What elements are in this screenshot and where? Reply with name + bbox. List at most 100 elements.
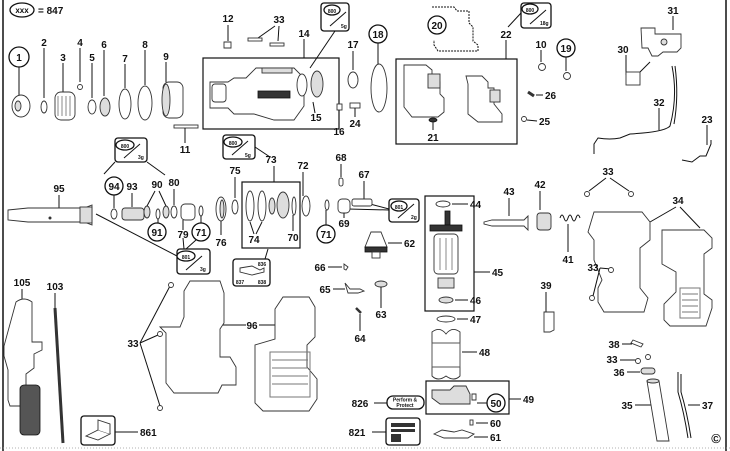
part-63[interactable]: 63 bbox=[374, 280, 388, 321]
part-48[interactable]: 48 bbox=[431, 329, 491, 380]
part-49[interactable]: 49 bbox=[425, 380, 535, 415]
part-36[interactable]: 36 bbox=[613, 367, 656, 379]
part-62[interactable]: 62 bbox=[364, 231, 416, 259]
label-12: 12 bbox=[222, 14, 234, 25]
part-8[interactable]: 8 bbox=[137, 40, 153, 121]
part-95[interactable]: 95 bbox=[7, 184, 93, 226]
part-73[interactable]: 73 bbox=[241, 155, 301, 249]
label-67: 67 bbox=[358, 170, 370, 181]
part-43[interactable]: 43 bbox=[483, 187, 529, 232]
part-26[interactable]: 26 bbox=[527, 90, 557, 102]
part-37[interactable]: 37 bbox=[677, 372, 714, 439]
part-64[interactable]: 64 bbox=[354, 307, 366, 345]
clutch bbox=[536, 212, 552, 231]
part-33-right-mid[interactable]: 33 bbox=[587, 263, 614, 301]
part-17[interactable]: 17 bbox=[347, 40, 359, 89]
part-44[interactable]: 44 bbox=[435, 200, 482, 211]
part-6[interactable]: 6 bbox=[99, 40, 111, 117]
part-103[interactable]: 103 bbox=[47, 282, 65, 444]
part-836-838[interactable]: 836 837 838 bbox=[232, 248, 271, 287]
part-35[interactable]: 35 bbox=[621, 378, 670, 442]
part-14[interactable]: 14 bbox=[202, 29, 340, 130]
part-90[interactable]: 90 bbox=[143, 180, 170, 219]
part-9[interactable]: 9 bbox=[161, 52, 184, 119]
part-68[interactable]: 68 bbox=[335, 153, 347, 187]
part-39[interactable]: 39 bbox=[540, 281, 555, 333]
part-5[interactable]: 5 bbox=[87, 53, 97, 115]
label-14: 14 bbox=[298, 29, 310, 40]
part-23[interactable]: 23 bbox=[681, 115, 713, 163]
label-96: 96 bbox=[246, 321, 258, 332]
label-65: 65 bbox=[319, 285, 331, 296]
part-12[interactable]: 12 bbox=[222, 14, 234, 49]
part-70[interactable]: 70 bbox=[287, 196, 299, 244]
part-79[interactable]: 79 bbox=[177, 203, 196, 241]
part-11[interactable]: 11 bbox=[173, 124, 199, 156]
part-69[interactable]: 69 bbox=[337, 198, 351, 230]
grease-amount: 5g bbox=[245, 153, 251, 159]
power-cable bbox=[677, 372, 689, 439]
part-42[interactable]: 42 bbox=[534, 180, 552, 231]
part-7[interactable]: 7 bbox=[118, 54, 132, 120]
part-105[interactable]: 105 bbox=[3, 278, 43, 436]
part-75[interactable]: 75 bbox=[229, 166, 241, 215]
part-96[interactable]: 96 bbox=[158, 280, 318, 412]
part-33-bottom-left[interactable]: 33 bbox=[127, 282, 174, 411]
part-19[interactable]: 19 bbox=[556, 38, 576, 80]
callout-circle-71 bbox=[316, 224, 336, 244]
part-46[interactable]: 46 bbox=[438, 296, 482, 307]
part-38[interactable]: 38 bbox=[608, 339, 644, 351]
part-16[interactable]: 16 bbox=[333, 103, 345, 138]
part-93[interactable]: 93 bbox=[121, 182, 145, 221]
part-33-top[interactable]: 33 bbox=[247, 15, 285, 47]
part-31[interactable]: 31 bbox=[640, 6, 682, 57]
part-47[interactable]: 47 bbox=[436, 315, 482, 326]
part-60[interactable]: 60 bbox=[469, 419, 502, 430]
grease-amount: 3g bbox=[138, 155, 144, 161]
part-861[interactable]: 861 bbox=[80, 415, 157, 446]
grease-amount: 18g bbox=[540, 21, 549, 27]
part-826[interactable]: 826 Perform & Protect bbox=[352, 395, 425, 410]
part-94[interactable]: 94 bbox=[104, 176, 124, 220]
part-24[interactable]: 24 bbox=[349, 102, 361, 130]
label-45: 45 bbox=[492, 268, 504, 279]
label-80: 80 bbox=[168, 178, 180, 189]
part-33-right-top[interactable]: 33 bbox=[584, 167, 634, 197]
pinion bbox=[364, 231, 388, 248]
part-74[interactable]: 74 bbox=[248, 221, 263, 246]
part-1[interactable]: 1 bbox=[8, 46, 31, 118]
part-65[interactable]: 65 bbox=[319, 282, 366, 296]
part-72[interactable]: 72 bbox=[297, 161, 311, 217]
part-20[interactable]: 20 bbox=[427, 6, 479, 52]
part-80[interactable]: 80 bbox=[168, 178, 180, 219]
part-32[interactable]: 32 bbox=[593, 65, 678, 154]
part-45[interactable]: 45 bbox=[424, 195, 504, 312]
part-4[interactable]: 4 bbox=[77, 38, 83, 90]
label-94: 94 bbox=[108, 182, 120, 193]
label-61: 61 bbox=[490, 433, 502, 444]
part-3[interactable]: 3 bbox=[54, 53, 76, 121]
part-91[interactable]: 91 bbox=[147, 208, 167, 242]
part-50[interactable]: 50 bbox=[471, 393, 506, 413]
part-25[interactable]: 25 bbox=[521, 116, 551, 129]
part-67[interactable]: 67 bbox=[351, 170, 373, 207]
callout-circle-50 bbox=[486, 393, 506, 413]
part-71-left[interactable]: 71 bbox=[191, 205, 211, 242]
part-15[interactable]: 15 bbox=[310, 101, 322, 124]
part-41[interactable]: 41 bbox=[559, 214, 581, 266]
part-71-center[interactable]: 71 bbox=[316, 199, 336, 244]
part-821[interactable]: 821 bbox=[349, 417, 421, 446]
part-34[interactable]: 34 bbox=[587, 196, 713, 327]
part-22[interactable]: 22 bbox=[395, 30, 518, 145]
part-76[interactable]: 76 bbox=[215, 196, 227, 249]
part-61[interactable]: 61 bbox=[432, 429, 502, 444]
grease-code: 800 bbox=[229, 141, 238, 147]
part-18[interactable]: 18 bbox=[368, 24, 388, 113]
gasket-20 bbox=[432, 6, 479, 52]
part-30[interactable]: 30 bbox=[617, 45, 651, 86]
part-33-right-low[interactable]: 33 bbox=[606, 354, 651, 367]
part-10[interactable]: 10 bbox=[535, 40, 547, 71]
part-21[interactable]: 21 bbox=[427, 117, 439, 144]
part-66[interactable]: 66 bbox=[314, 263, 349, 274]
part-2[interactable]: 2 bbox=[40, 38, 48, 114]
